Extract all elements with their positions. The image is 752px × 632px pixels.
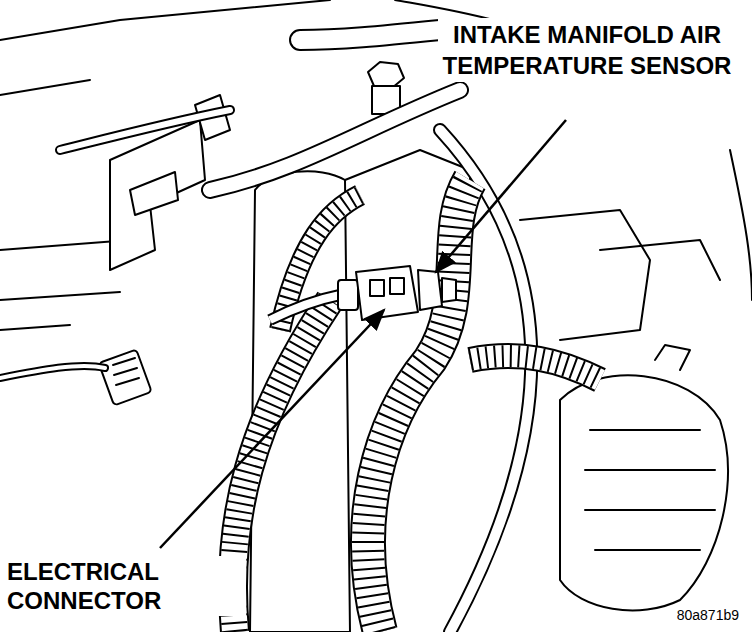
harness-loom: [470, 356, 600, 380]
hose: [60, 110, 230, 150]
harness-loom: [368, 180, 470, 632]
engine-cover: [600, 240, 720, 280]
harness-loom: [233, 300, 330, 632]
sensor-body: [418, 270, 442, 310]
harness-loom: [368, 180, 470, 632]
sensor-wire: [270, 295, 340, 320]
hose: [300, 30, 440, 40]
wire: [0, 366, 105, 378]
bolt-head: [368, 62, 404, 88]
hose: [300, 30, 440, 40]
wire: [0, 366, 105, 378]
loom-ribs: [470, 356, 600, 380]
engine-cover: [520, 210, 650, 340]
sensor-hex: [442, 278, 456, 302]
bracket: [655, 345, 690, 370]
electrical-connector: [356, 266, 418, 320]
loom-ribs: [368, 180, 470, 632]
connector-latch: [370, 280, 384, 296]
part-label: INTAKE MANIFOLD AIR TEMPERATURE SENSOR: [438, 18, 736, 82]
panel-edge: [0, 0, 330, 40]
hose: [60, 110, 230, 150]
alternator-fins: [585, 430, 715, 550]
panel-edge: [0, 80, 90, 95]
panel-edge: [0, 325, 70, 330]
harness-loom: [470, 356, 600, 380]
figure-number: 80a871b9: [674, 606, 742, 624]
bracket: [110, 120, 205, 270]
connector: [99, 349, 152, 405]
bracket: [130, 172, 178, 215]
connector-ribs: [113, 358, 139, 385]
panel-edge: [0, 292, 120, 300]
connector-boot: [338, 280, 358, 310]
hose: [210, 90, 460, 190]
part-label: ELECTRICAL CONNECTOR: [4, 556, 246, 616]
alternator: [560, 375, 728, 610]
connector-latch: [390, 278, 404, 294]
harness-loom: [233, 300, 330, 632]
leader-arrow: [436, 120, 566, 272]
body-edge: [730, 150, 752, 300]
sensor-wire: [270, 295, 340, 320]
loom-ribs: [233, 300, 330, 632]
hose: [210, 90, 460, 190]
leader-arrow: [160, 310, 384, 548]
